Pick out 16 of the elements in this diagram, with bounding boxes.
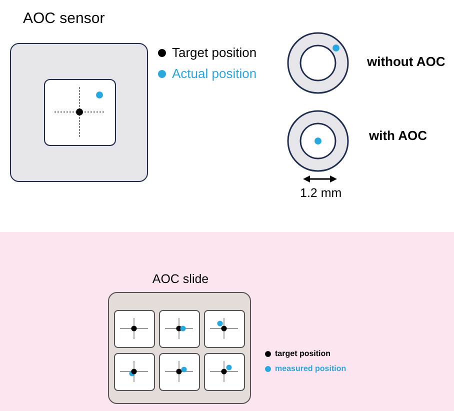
ring-label: without AOC: [367, 54, 446, 69]
ring-label: with AOC: [369, 128, 428, 143]
legend-text: target position: [275, 349, 331, 358]
sensor-window: [44, 79, 116, 146]
slide-cell: [114, 310, 155, 348]
legend-text: Target position: [172, 45, 257, 60]
title: AOC sensor: [23, 10, 105, 27]
title: AOC slide: [151, 272, 210, 286]
slide-cell: [159, 310, 200, 348]
slide-cell: [159, 353, 200, 391]
slide-cell: [114, 353, 155, 391]
dimension-label: 1.2 mm: [300, 186, 342, 200]
legend-text: measured position: [275, 364, 346, 373]
slide-cell: [204, 353, 245, 391]
slide-cell: [204, 310, 245, 348]
legend-text: Actual position: [172, 66, 257, 81]
